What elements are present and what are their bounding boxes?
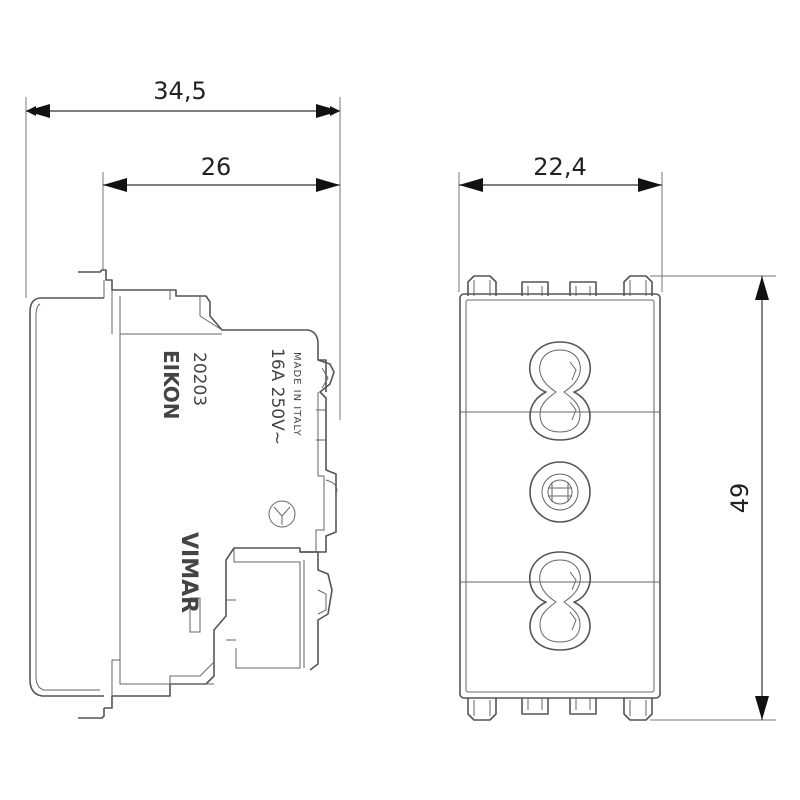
side-view: 34,5 26 [25,77,341,719]
dimension-height: 49 [726,276,769,720]
front-view: 22,4 49 [458,153,776,721]
earth-socket-hole [529,461,591,523]
dimension-body-depth: 26 [103,153,340,192]
indicator-window [189,597,201,633]
socket-face-plate [459,293,661,699]
dimension-label-width: 22,4 [533,153,586,181]
dimension-label-body-depth: 26 [201,153,232,181]
bottom-clip [78,708,105,719]
dimension-width: 22,4 [459,153,662,192]
svg-text:16A 250V~: 16A 250V~ [267,348,287,445]
svg-text:MADE IN ITALY: MADE IN ITALY [291,352,302,437]
dimension-label-total-depth: 34,5 [153,77,206,105]
dimension-label-height: 49 [726,483,754,514]
svg-text:EIKON: EIKON [159,350,183,419]
manufacturer-logo: VIMAR [176,532,201,613]
svg-text:20203: 20203 [189,352,209,406]
terminal-block [104,420,337,709]
bottom-tabs [467,698,653,721]
series-logo: EIKON [159,350,183,419]
upper-socket-hole [529,341,591,441]
certification-mark-icon [268,500,296,528]
dimension-total-depth: 34,5 [26,77,340,118]
lower-socket-hole [529,551,591,651]
origin-marking: MADE IN ITALY [291,352,302,437]
top-tabs [467,275,653,296]
product-code: 20203 [189,352,209,406]
top-clip [78,269,327,392]
front-cover [29,297,104,697]
svg-text:VIMAR: VIMAR [176,532,201,613]
electrical-rating: 16A 250V~ [267,348,287,445]
